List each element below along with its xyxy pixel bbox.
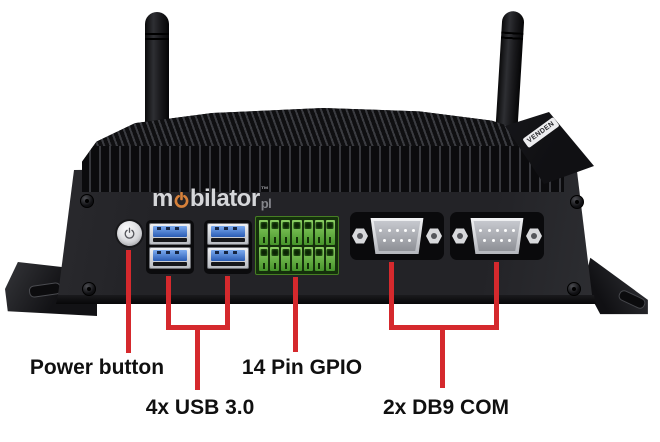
db9-hex-nut (452, 228, 468, 244)
db9-connector-1 (350, 212, 444, 260)
usb-tongue (153, 250, 187, 261)
usb-tongue (153, 226, 187, 237)
label-14-pin-gpio: 14 Pin GPIO (241, 356, 363, 379)
annotation-line-usb-right (225, 276, 230, 329)
logo-tld: pl (260, 196, 272, 211)
trademark-symbol: ™ (260, 185, 269, 194)
usb-tongue (211, 250, 245, 261)
label-2x-db9-com: 2x DB9 COM (382, 396, 510, 419)
gpio-pin (325, 246, 335, 271)
db9-connector-2 (450, 212, 544, 260)
mounting-slot (616, 288, 648, 311)
db9-face (473, 221, 521, 251)
annotation-bracket-db9 (389, 325, 499, 330)
annotation-line-usb-left (166, 276, 171, 329)
gpio-pin (281, 246, 291, 271)
annotation-line-gpio (293, 277, 298, 352)
heatsink-fin-fronts (82, 145, 564, 192)
annotation-line-db9-right (494, 262, 499, 330)
usb-tongue (211, 226, 245, 237)
gpio-pin (325, 220, 335, 245)
db9-hex-nut (426, 228, 442, 244)
heatsink (82, 108, 564, 192)
db9-hex-nut (526, 228, 542, 244)
logo-part2: bilator (189, 185, 260, 212)
power-button (117, 221, 142, 246)
label-power-button: Power button (29, 356, 165, 379)
db9-hex-nut (352, 228, 368, 244)
gpio-pin (281, 220, 291, 245)
panel-screw (80, 194, 94, 208)
usb3-port (207, 223, 249, 245)
annotation-stem-usb (195, 330, 200, 390)
usb-stack-1 (146, 220, 194, 274)
db9-face (373, 221, 421, 251)
panel-screw (567, 282, 581, 296)
annotation-line-db9-left (389, 262, 394, 330)
logo-part1: m (152, 185, 173, 212)
gpio-pin (292, 220, 302, 245)
mounting-slot (28, 281, 62, 299)
wifi-antenna-left (145, 12, 169, 138)
usb3-port (207, 247, 249, 269)
usb3-port (149, 223, 191, 245)
gpio-pin (314, 246, 324, 271)
antenna-ring (145, 33, 169, 41)
annotation-line-power (126, 250, 131, 353)
gpio-pin (292, 246, 302, 271)
antenna-ring (500, 31, 524, 41)
brand-logo: m bilator ™ pl (152, 185, 272, 212)
gpio-terminal-block (255, 216, 339, 275)
gpio-pin (270, 246, 280, 271)
gpio-pin (303, 220, 313, 245)
gpio-pin (303, 246, 313, 271)
gpio-pin (270, 220, 280, 245)
usb-stack-2 (204, 220, 252, 274)
power-icon (124, 227, 135, 239)
annotation-bracket-usb (166, 325, 230, 330)
usb3-port (149, 247, 191, 269)
chassis-bottom-edge (56, 295, 596, 304)
gpio-pin (259, 246, 269, 271)
label-4x-usb: 4x USB 3.0 (145, 396, 255, 419)
power-symbol-icon (174, 192, 189, 208)
gpio-pin (259, 220, 269, 245)
panel-screw (82, 282, 96, 296)
annotation-stem-db9 (440, 330, 445, 388)
panel-screw (570, 195, 584, 209)
gpio-pin (314, 220, 324, 245)
